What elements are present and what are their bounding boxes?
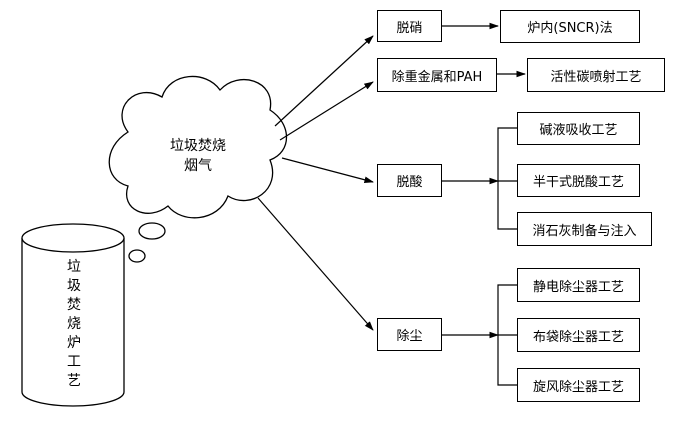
- arrow-to-denitration: [274, 35, 374, 127]
- cloud-label-line2: 烟气: [184, 158, 212, 174]
- process-esp-label: 静电除尘器工艺: [532, 279, 624, 295]
- process-esp: 静电除尘器工艺: [517, 268, 640, 302]
- node-denitration: 脱硝: [377, 10, 442, 42]
- process-semi-dry-label: 半干式脱酸工艺: [532, 175, 624, 190]
- node-dedusting-label: 除尘: [396, 329, 423, 344]
- furnace-char: 垃: [67, 259, 81, 275]
- process-activated-carbon-label: 活性碳喷射工艺: [550, 69, 642, 85]
- cloud-bubble-large: [138, 222, 166, 240]
- arrow-to-deacidification: [281, 157, 374, 184]
- process-activated-carbon: 活性碳喷射工艺: [527, 58, 665, 92]
- furnace-char: 烧: [67, 316, 81, 332]
- furnace-char: 艺: [67, 373, 81, 389]
- furnace-char: 炉: [67, 335, 81, 351]
- process-alkali-absorption-label: 碱液吸收工艺: [539, 123, 618, 138]
- cloud-label-line1: 垃圾焚烧: [170, 138, 226, 154]
- node-dedusting: 除尘: [377, 318, 442, 351]
- arrow-to-heavy-metal: [279, 81, 374, 141]
- cloud-bubble-small: [128, 249, 146, 263]
- flue-gas-cloud: [108, 75, 287, 263]
- process-sncr-label: 炉内(SNCR)法: [527, 21, 613, 36]
- furnace-cylinder: [21, 223, 125, 407]
- process-lime-injection-label: 消石灰制备与注入: [532, 223, 637, 239]
- process-lime-injection: 消石灰制备与注入: [517, 212, 652, 246]
- node-deacidification: 脱酸: [377, 164, 442, 197]
- deacid-bracket: [497, 127, 517, 230]
- process-semi-dry: 半干式脱酸工艺: [517, 164, 640, 197]
- process-alkali-absorption: 碱液吸收工艺: [517, 112, 640, 145]
- process-bag-filter: 布袋除尘器工艺: [517, 318, 640, 352]
- furnace-char: 工: [67, 354, 81, 370]
- cloud-label: 垃圾焚烧 烟气: [165, 136, 231, 176]
- node-heavy-metal-pah: 除重金属和PAH: [377, 58, 497, 92]
- node-heavy-metal-pah-label: 除重金属和PAH: [391, 69, 483, 85]
- dedust-bracket: [497, 284, 517, 386]
- process-bag-filter-label: 布袋除尘器工艺: [532, 329, 624, 345]
- process-sncr: 炉内(SNCR)法: [500, 10, 640, 43]
- furnace-char: 圾: [67, 278, 81, 294]
- furnace-label: 垃 圾 焚 烧 炉 工 艺: [64, 258, 84, 391]
- furnace-char: 焚: [67, 297, 81, 313]
- node-deacidification-label: 脱酸: [396, 175, 423, 190]
- node-denitration-label: 脱硝: [396, 20, 423, 36]
- process-cyclone: 旋风除尘器工艺: [517, 368, 640, 402]
- arrow-to-dedusting: [257, 197, 374, 331]
- process-cyclone-label: 旋风除尘器工艺: [532, 379, 624, 395]
